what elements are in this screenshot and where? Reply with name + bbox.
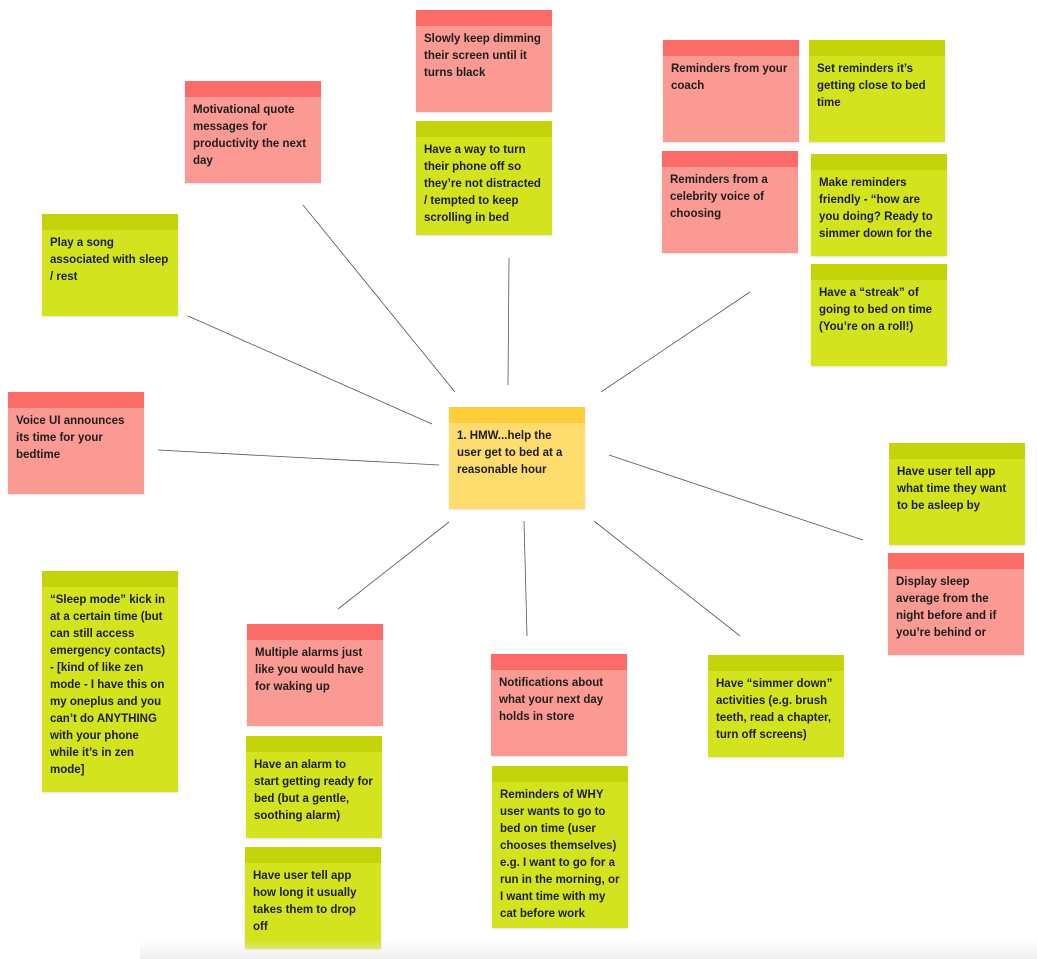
note-text: Reminders from a celebrity voice of choo…: [670, 174, 768, 220]
note-gentle-alarm[interactable]: Have an alarm to start getting ready for…: [246, 736, 382, 838]
note-text: Display sleep average from the night bef…: [896, 576, 997, 639]
note-text: Motivational quote messages for producti…: [193, 104, 307, 167]
note-header: [888, 553, 1024, 569]
note-header: [811, 154, 947, 170]
connector-line: [608, 454, 864, 541]
note-text: “Sleep mode” kick in at a certain time (…: [50, 594, 166, 776]
note-next-day-notifications[interactable]: Notifications about what your next day h…: [491, 654, 627, 756]
note-text: Voice UI announces its time for your bed…: [16, 415, 125, 461]
note-header: [491, 654, 627, 670]
note-text: Have a way to turn their phone off so th…: [424, 144, 541, 224]
note-text: Play a song associated with sleep / rest: [50, 237, 169, 283]
note-text: Multiple alarms just like you would have…: [255, 647, 364, 693]
note-header: [185, 81, 321, 97]
note-header: [811, 264, 947, 280]
note-header: [708, 655, 844, 671]
note-text: Have user tell app what time they want t…: [897, 466, 1007, 512]
connector-line: [593, 520, 741, 637]
connector-line: [523, 520, 528, 637]
note-text: Set reminders it’s getting close to bed …: [817, 63, 926, 109]
note-voice-ui[interactable]: Voice UI announces its time for your bed…: [8, 392, 144, 494]
note-header: [246, 736, 382, 752]
note-header: [416, 10, 552, 26]
note-sleep-average[interactable]: Display sleep average from the night bef…: [888, 553, 1024, 655]
note-streak[interactable]: Have a “streak” of going to bed on time …: [811, 264, 947, 366]
note-text: Have a “streak” of going to bed on time …: [819, 287, 933, 333]
note-reminders-why[interactable]: Reminders of WHY user wants to go to bed…: [492, 766, 628, 928]
note-set-reminders[interactable]: Set reminders it’s getting close to bed …: [809, 40, 945, 142]
note-header: [8, 392, 144, 408]
connector-line: [157, 449, 440, 466]
note-dim-screen[interactable]: Slowly keep dimming their screen until i…: [416, 10, 552, 112]
note-text: Have user tell app how long it usually t…: [253, 870, 357, 933]
note-text: Make reminders friendly - “how are you d…: [819, 177, 933, 240]
connector-line: [337, 521, 450, 610]
note-header: [889, 443, 1025, 459]
note-reminders-coach[interactable]: Reminders from your coach: [663, 40, 799, 142]
connector-line: [600, 291, 751, 393]
note-header: [492, 766, 628, 782]
note-header: [245, 847, 381, 863]
note-header: [662, 151, 798, 167]
note-header: [42, 214, 178, 230]
note-sleep-mode[interactable]: “Sleep mode” kick in at a certain time (…: [42, 571, 178, 792]
note-play-song[interactable]: Play a song associated with sleep / rest: [42, 214, 178, 316]
note-header: [416, 121, 552, 137]
note-multiple-alarms[interactable]: Multiple alarms just like you would have…: [247, 624, 383, 726]
note-text: Reminders of WHY user wants to go to bed…: [500, 789, 620, 920]
note-celebrity-voice[interactable]: Reminders from a celebrity voice of choo…: [662, 151, 798, 253]
note-text: Have “simmer down” activities (e.g. brus…: [716, 678, 833, 741]
note-header: [42, 571, 178, 587]
note-motivational-quote[interactable]: Motivational quote messages for producti…: [185, 81, 321, 183]
note-text: Slowly keep dimming their screen until i…: [424, 33, 541, 79]
connector-line: [507, 257, 510, 386]
note-text: Notifications about what your next day h…: [499, 677, 604, 723]
note-text: Reminders from your coach: [671, 63, 788, 92]
connector-line: [187, 315, 433, 425]
center-hmw-note[interactable]: 1. HMW...help the user get to bed at a r…: [449, 407, 585, 509]
note-header: [449, 407, 585, 423]
note-header: [809, 40, 945, 56]
note-turn-phone-off[interactable]: Have a way to turn their phone off so th…: [416, 121, 552, 235]
note-friendly-reminders[interactable]: Make reminders friendly - “how are you d…: [811, 154, 947, 256]
note-tell-app-asleep[interactable]: Have user tell app what time they want t…: [889, 443, 1025, 545]
note-simmer-down[interactable]: Have “simmer down” activities (e.g. brus…: [708, 655, 844, 757]
note-drop-off-time[interactable]: Have user tell app how long it usually t…: [245, 847, 381, 949]
note-text: 1. HMW...help the user get to bed at a r…: [457, 430, 563, 476]
note-text: Have an alarm to start getting ready for…: [254, 759, 373, 822]
note-header: [663, 40, 799, 56]
note-header: [247, 624, 383, 640]
